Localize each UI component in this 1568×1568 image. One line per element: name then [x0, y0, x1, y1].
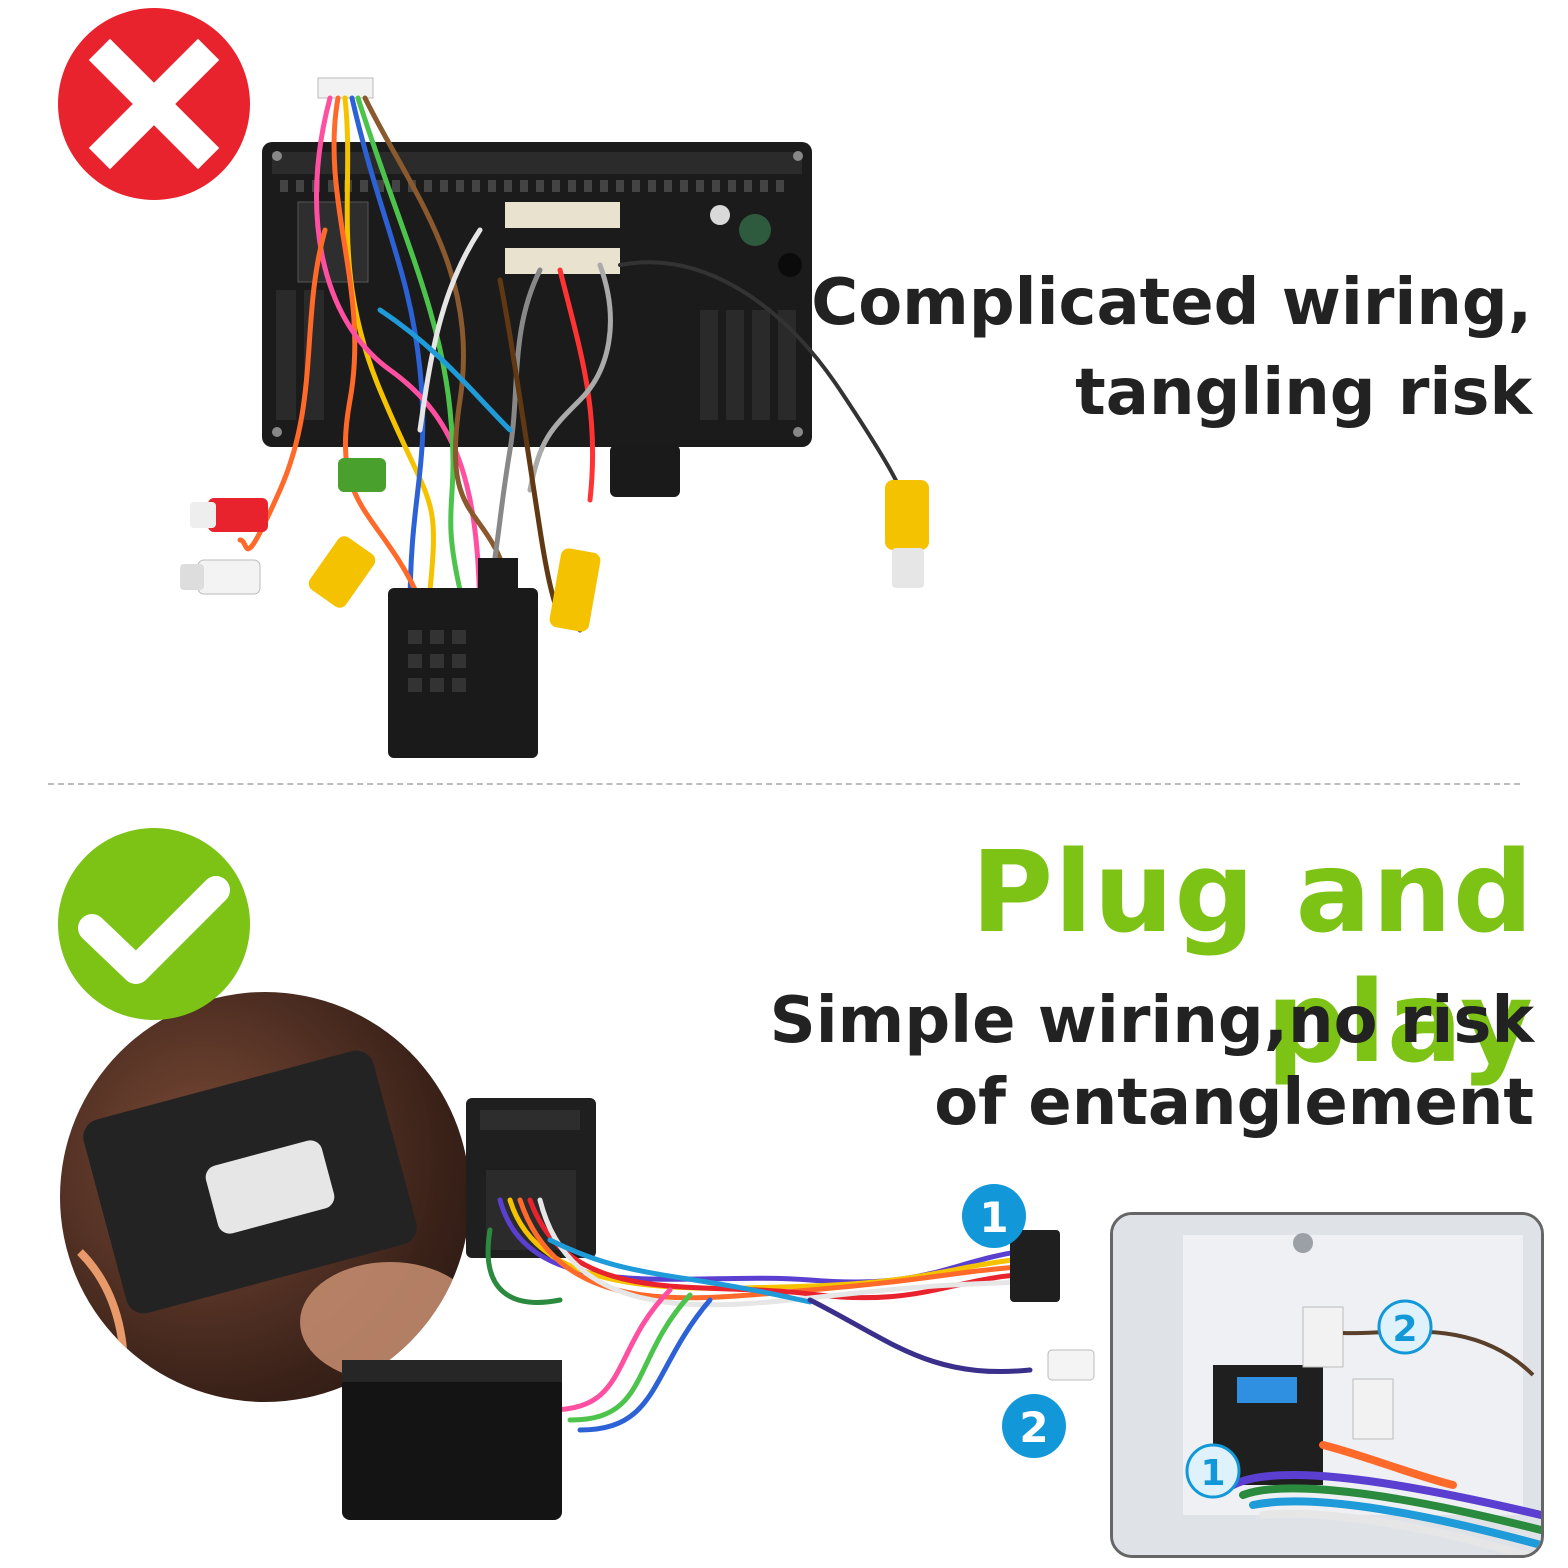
closeup-illustration [77, 1050, 470, 1402]
complicated-wiring-heading: Complicated wiring, tangling risk [772, 258, 1532, 438]
inset-callout-1: 1 [1200, 1453, 1225, 1494]
success-mark [58, 828, 250, 1020]
complicated-wiring-illustration [180, 77, 929, 758]
cross-icon [88, 38, 220, 170]
installation-illustration: 2 1 [1113, 1215, 1541, 1555]
subtitle-line-1: Simple wiring,no risk [769, 984, 1534, 1058]
heading-line-1: Complicated wiring, [811, 266, 1532, 340]
simple-wiring-subtitle: Simple wiring,no risk of entanglement [754, 980, 1534, 1144]
error-mark [58, 8, 250, 200]
inset-callout-2: 2 [1392, 1309, 1417, 1350]
harness-callout-1: 1 [979, 1193, 1008, 1242]
installation-inset: 2 1 [1110, 1212, 1544, 1558]
subtitle-line-2: of entanglement [934, 1066, 1534, 1140]
harness-callout-2: 2 [1019, 1403, 1048, 1452]
plug-and-play-title: Plug and play [971, 828, 1534, 1088]
check-icon [78, 876, 230, 984]
plug-and-play-harness-illustration: 1 2 [342, 1098, 1095, 1520]
section-divider [48, 783, 1520, 785]
connector-closeup-photo [60, 992, 470, 1402]
heading-line-2: tangling risk [1075, 356, 1532, 430]
